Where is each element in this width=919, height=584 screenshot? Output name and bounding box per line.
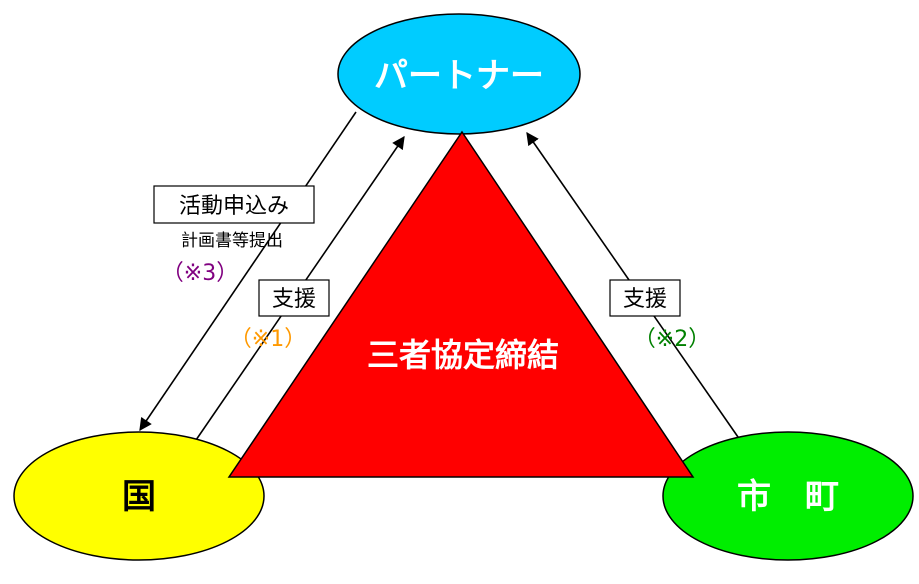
arrow-partner-to-country (139, 111, 357, 432)
support-city-label-box (609, 279, 681, 317)
support-country-label-box (258, 279, 330, 317)
application-note: （※3） (162, 261, 238, 286)
application-label: 活動申込み (179, 194, 289, 219)
support-city-note: （※2） (634, 327, 710, 352)
partner-node (337, 13, 581, 135)
support-country-label: 支援 (272, 287, 316, 312)
support-country-note: （※1） (230, 327, 306, 352)
agreement-triangle (227, 130, 695, 478)
country-node (13, 431, 265, 561)
application-sublabel: 計画書等提出 (181, 231, 283, 251)
partner-label: パートナー (374, 56, 544, 96)
city-node (662, 431, 914, 561)
city-label: 市 町 (737, 477, 839, 517)
support-city-label: 支援 (623, 287, 667, 312)
application-label-box (153, 185, 315, 224)
agreement-label: 三者協定締結 (367, 336, 559, 374)
country-label: 国 (122, 477, 156, 517)
